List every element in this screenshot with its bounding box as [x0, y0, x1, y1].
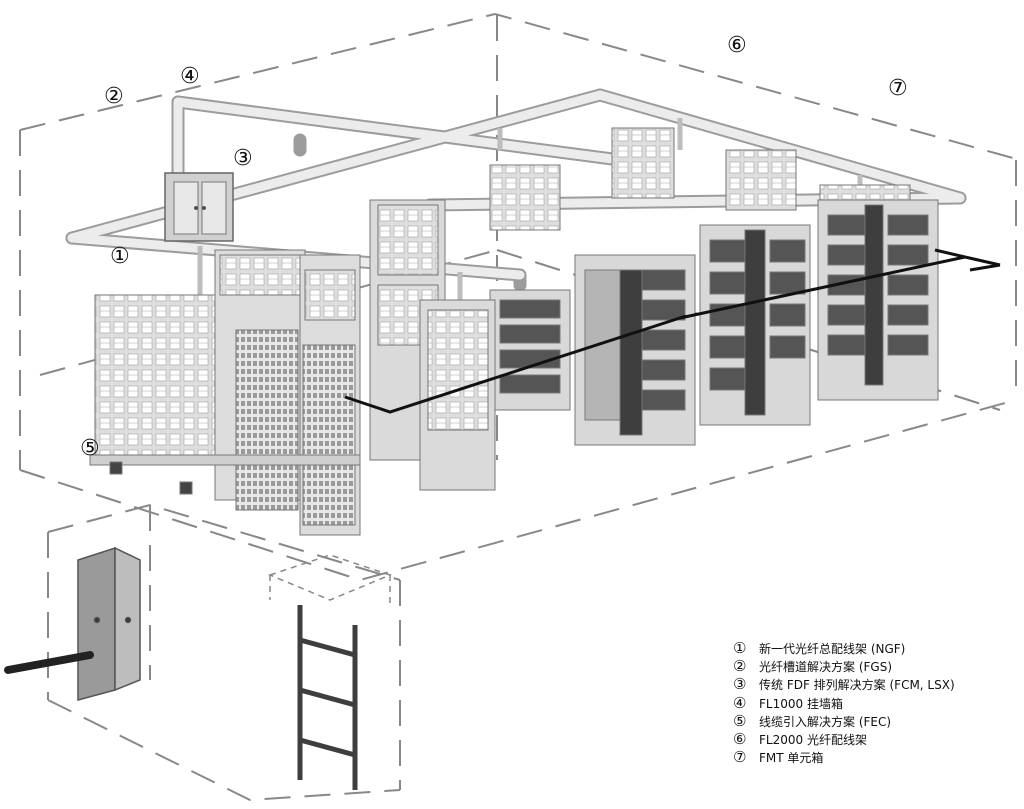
- legend-number: ①: [733, 640, 759, 657]
- callout-3: ③: [233, 148, 253, 170]
- legend-label: 传统 FDF 排列解决方案 (FCM, LSX): [759, 677, 955, 694]
- legend-item: ③ 传统 FDF 排列解决方案 (FCM, LSX): [733, 676, 955, 694]
- legend-number: ④: [733, 695, 759, 712]
- fdf-rack-rows-middle: [370, 200, 495, 490]
- legend-label: 光纤槽道解决方案 (FGS): [759, 659, 892, 676]
- legend-item: ⑤ 线缆引入解决方案 (FEC): [733, 713, 955, 731]
- legend-item: ⑦ FMT 单元箱: [733, 749, 955, 767]
- legend-item: ① 新一代光纤总配线架 (NGF): [733, 640, 955, 658]
- legend-item: ② 光纤槽道解决方案 (FGS): [733, 658, 955, 676]
- legend: ① 新一代光纤总配线架 (NGF) ② 光纤槽道解决方案 (FGS) ③ 传统 …: [733, 640, 955, 767]
- callout-5: ⑤: [80, 438, 100, 460]
- legend-number: ⑥: [733, 731, 759, 748]
- legend-number: ③: [733, 676, 759, 693]
- legend-label: 新一代光纤总配线架 (NGF): [759, 641, 905, 658]
- legend-number: ⑤: [733, 713, 759, 730]
- legend-number: ②: [733, 658, 759, 675]
- legend-number: ⑦: [733, 749, 759, 766]
- cable-ladder: [300, 605, 355, 790]
- entry-cabinet: [78, 548, 140, 700]
- legend-item: ④ FL1000 挂墙箱: [733, 695, 955, 713]
- legend-label: FL1000 挂墙箱: [759, 696, 843, 713]
- floor-hatch: [270, 555, 390, 605]
- callout-2: ②: [104, 86, 124, 108]
- legend-item: ⑥ FL2000 光纤配线架: [733, 731, 955, 749]
- callout-7: ⑦: [888, 78, 908, 100]
- legend-label: FMT 单元箱: [759, 750, 823, 767]
- wall-mount-box: [165, 173, 233, 241]
- callout-6: ⑥: [727, 35, 747, 57]
- legend-label: FL2000 光纤配线架: [759, 732, 867, 749]
- callout-1: ①: [110, 246, 130, 268]
- ngf-front-rack: [90, 250, 360, 535]
- legend-label: 线缆引入解决方案 (FEC): [759, 714, 891, 731]
- callout-4: ④: [180, 66, 200, 88]
